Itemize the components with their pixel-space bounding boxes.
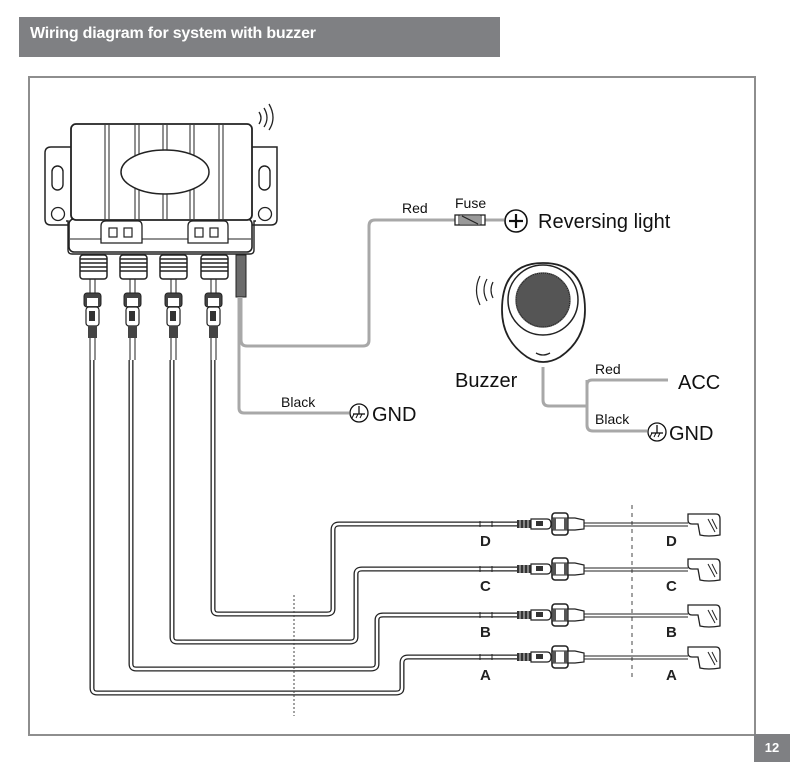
sensor-cables	[89, 360, 517, 696]
ground-wire	[237, 297, 349, 415]
ground-wire-color-label: Black	[281, 394, 316, 410]
sensor-connector-c	[516, 557, 721, 582]
sensor-connector-b	[516, 603, 721, 628]
sensor-label-b-right: B	[666, 624, 677, 641]
fuse-label: Fuse	[455, 195, 486, 211]
sensor-head-c	[687, 558, 721, 582]
buzzer-sound-waves-icon	[475, 275, 494, 306]
buzzer-ground-label: GND	[669, 423, 713, 445]
buzzer-red-label: Red	[595, 361, 621, 377]
control-unit	[44, 123, 278, 298]
sensor-label-c-right: C	[666, 578, 677, 595]
sensor-head-b	[687, 604, 721, 628]
section-header	[19, 17, 500, 57]
buzzer-black-label: Black	[595, 411, 630, 427]
power-wire-color-label: Red	[402, 200, 428, 216]
sensor-head-a	[687, 646, 721, 670]
fuse-icon	[454, 214, 486, 226]
ground-label: GND	[372, 404, 416, 426]
buzzer-icon	[501, 262, 586, 363]
sensor-connector-d	[516, 512, 721, 537]
unit-pigtail-connectors	[83, 278, 223, 361]
ground-icon	[349, 403, 369, 423]
sensor-label-d-left: D	[480, 533, 491, 550]
acc-label: ACC	[678, 372, 720, 394]
buzzer-label: Buzzer	[455, 370, 518, 392]
sensor-label-a-right: A	[666, 667, 677, 684]
section-title: Wiring diagram for system with buzzer	[30, 25, 316, 42]
sensor-connector-a	[516, 645, 721, 670]
sensor-head-d	[687, 513, 721, 537]
sensor-label-d-right: D	[666, 533, 677, 550]
buzzer-ground-icon	[647, 422, 667, 442]
page-number: 12	[754, 734, 790, 762]
sensor-label-c-left: C	[480, 578, 491, 595]
buzzer-wires	[541, 367, 668, 433]
wireless-signal-icon	[258, 103, 274, 131]
diagram-frame	[28, 76, 756, 736]
sensor-label-b-left: B	[480, 624, 491, 641]
sensor-label-a-left: A	[480, 667, 491, 684]
positive-terminal-icon	[504, 209, 528, 233]
power-wire	[239, 218, 504, 348]
reversing-light-label: Reversing light	[538, 211, 671, 233]
